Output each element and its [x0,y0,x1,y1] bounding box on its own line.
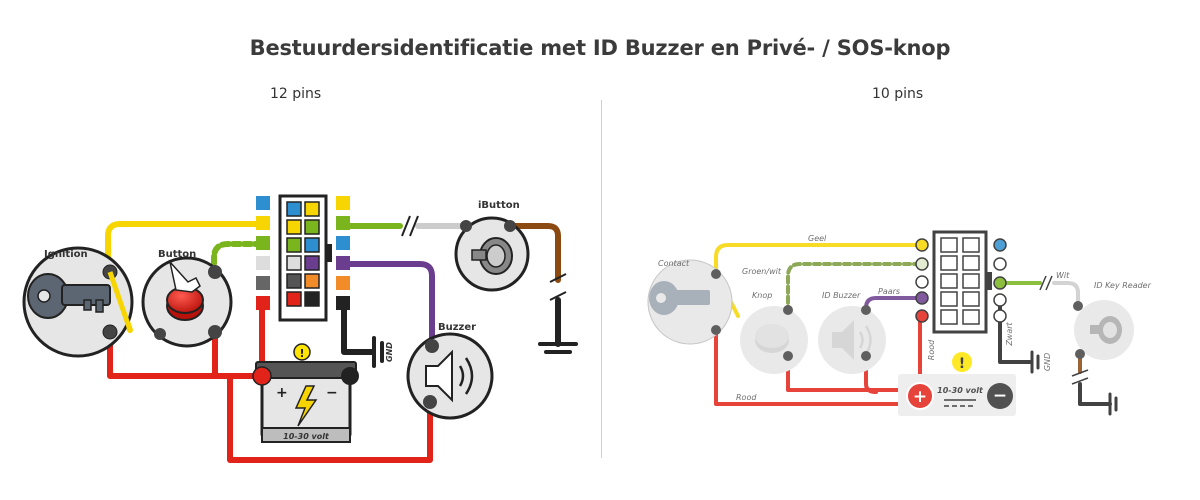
battery: + − ! [252,343,359,443]
subtitle-10-pins: 10 pins [872,86,924,102]
wire-black-gnd [341,301,375,355]
sos-button [141,256,233,348]
wire-paars [864,296,922,312]
ibutton-reader [454,216,530,292]
battery-volt-label-right: 10-30 volt [937,386,984,395]
diagram-10-pins: Contact Knop ID Buzzer + [647,230,1152,416]
divider [601,100,602,458]
gnd-label: GND [385,342,394,362]
wire-rood-buzzer [864,354,878,394]
wire-groen-wit [786,262,922,312]
wire-brown [507,223,561,283]
wire-label-rood-vertical: Rood [927,339,936,360]
ibutton-label: iButton [478,200,520,211]
connector-12-pins [256,194,350,322]
svg-text:−: − [993,386,1007,406]
knop-button [740,305,808,374]
wire-wit-reader [1052,281,1080,308]
break-marks-right [1039,275,1089,385]
connector-10-pins [915,230,1007,334]
page-title: Bestuurdersidentificatie met ID Buzzer e… [249,36,951,60]
diagram-12-pins: GND Ignition [22,194,578,463]
id-key-reader [1073,300,1134,360]
lightning-icon [294,385,318,427]
wire-yellow [105,221,265,333]
wire-rood-main [714,328,906,406]
ground-icon [372,336,578,368]
ignition-switch [22,246,134,358]
svg-text:−: − [326,385,338,401]
ignition-label: Ignition [44,249,88,260]
buzzer [406,332,494,420]
svg-text:!: ! [959,356,965,372]
wire-label-zwart: Zwart [1005,321,1014,346]
knop-label: Knop [752,291,772,300]
break-marks-left [401,215,567,301]
left-pin-tabs [256,196,270,310]
contact-label: Contact [658,259,690,268]
wire-purple [341,261,435,349]
wire-geel [714,243,922,318]
speaker-icon [425,349,474,403]
wire-label-groen-wit: Groen/wit [742,267,782,276]
wire-label-paars: Paars [878,287,900,296]
wires-left [105,221,561,463]
buzzer-label: Buzzer [438,322,476,333]
svg-text:+: + [913,387,927,407]
warning-icon [293,343,311,361]
svg-text:!: ! [299,347,304,360]
svg-text:+: + [276,385,288,401]
battery-right: + − ! [898,352,1016,416]
subtitle-12-pins: 12 pins [270,86,322,102]
connector-pins [940,237,980,325]
contact-switch [647,259,733,345]
button-label: Button [158,249,196,260]
id-key-reader-label: ID Key Reader [1094,281,1152,290]
id-buzzer-label: ID Buzzer [822,291,861,300]
connector-pins [286,201,320,307]
battery-volt-label: 10-30 volt [283,432,330,441]
wire-label-rood-bottom: Rood [736,393,757,402]
gnd-label-right: GND [1043,353,1052,371]
warning-icon [952,352,972,372]
wire-red-loop [227,373,433,463]
wire-black-reader [1078,382,1112,406]
ground-icon [1030,350,1118,416]
wire-label-geel: Geel [808,234,827,243]
hand-pointer-icon [168,259,201,293]
wire-label-wit: Wit [1056,271,1070,280]
right-pin-tabs [336,196,350,310]
id-buzzer [818,305,886,374]
wire-green-dashed [211,241,265,273]
